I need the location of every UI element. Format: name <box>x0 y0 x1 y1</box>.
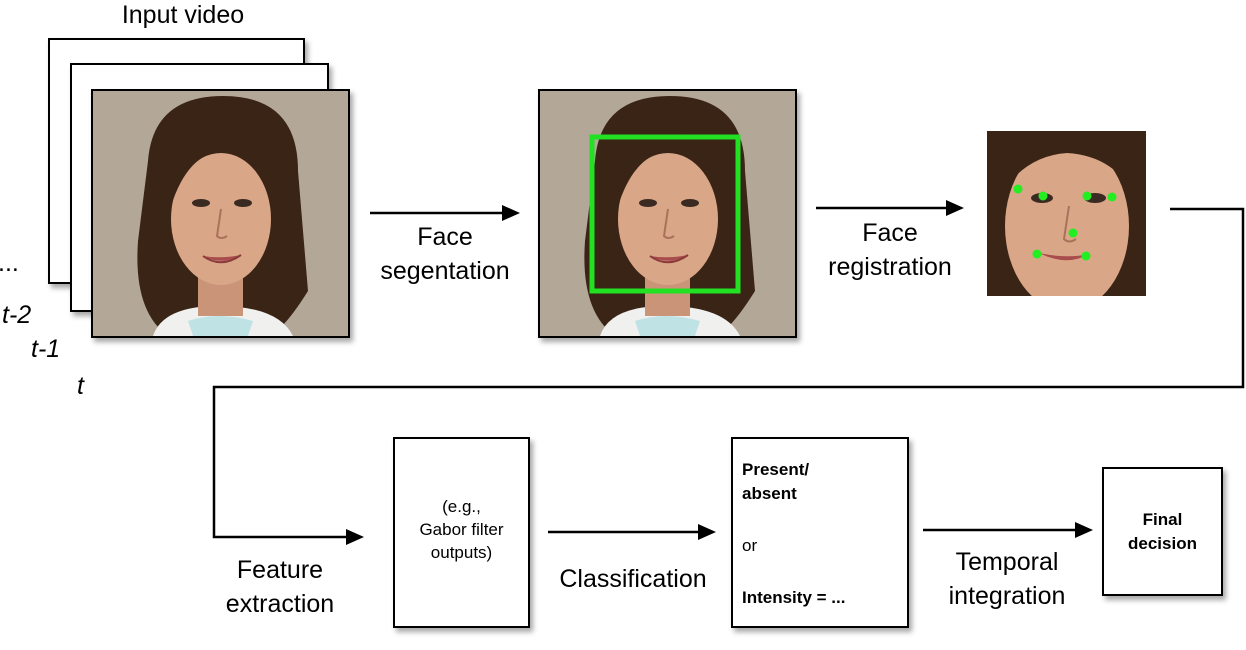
frame-label-t-2: t-2 <box>2 301 32 329</box>
final-decision-line-2: decision <box>1128 534 1197 553</box>
feature-box-line-1: (e.g., <box>442 497 481 516</box>
temporal-integration-label-2: integration <box>948 582 1066 610</box>
face-registration-label-2: registration <box>828 253 952 281</box>
feature-extraction-label-1: Feature <box>236 556 324 584</box>
segmented-face-photo <box>538 89 797 338</box>
feature-extraction-label-2: extraction <box>225 590 335 618</box>
ellipsis-text: ... <box>0 249 19 277</box>
classifier-output-box: Present/ absent or Intensity = ... <box>731 437 909 628</box>
input-video-title: Input video <box>121 1 245 29</box>
face-bounding-box <box>589 134 741 294</box>
arrow-to-final-decision <box>923 522 1093 538</box>
video-frame-t <box>91 89 350 338</box>
facial-landmarks <box>1013 184 1117 261</box>
registered-face-crop <box>987 131 1146 296</box>
face-photo-image <box>93 91 348 336</box>
face-segmentation-label-1: Face <box>417 223 473 251</box>
final-decision-line-1: Final <box>1142 510 1183 529</box>
face-registration-label-1: Face <box>862 219 918 247</box>
classifier-intensity-line: Intensity = ... <box>742 588 846 607</box>
frame-label-t-1: t-1 <box>31 335 61 363</box>
face-crop-image <box>987 131 1146 296</box>
temporal-integration-label-1: Temporal <box>955 548 1059 576</box>
frame-label-t: t <box>77 372 84 400</box>
face-segmentation-label-2: segentation <box>380 257 510 285</box>
classification-label: Classification <box>559 565 707 593</box>
feature-box-line-2: Gabor filter <box>419 520 504 539</box>
final-decision-box: Final decision <box>1102 467 1223 596</box>
feature-box-line-3: outputs) <box>430 543 493 562</box>
arrow-to-segmentation <box>370 205 520 221</box>
feature-output-box: (e.g., Gabor filter outputs) <box>393 437 530 628</box>
arrow-to-classification <box>548 524 716 540</box>
classifier-present-line: Present/ <box>742 460 810 479</box>
face-photo-image <box>540 91 795 336</box>
arrow-to-registration <box>816 200 964 216</box>
classifier-or-text: or <box>742 536 758 555</box>
classifier-absent-line: absent <box>742 484 797 503</box>
